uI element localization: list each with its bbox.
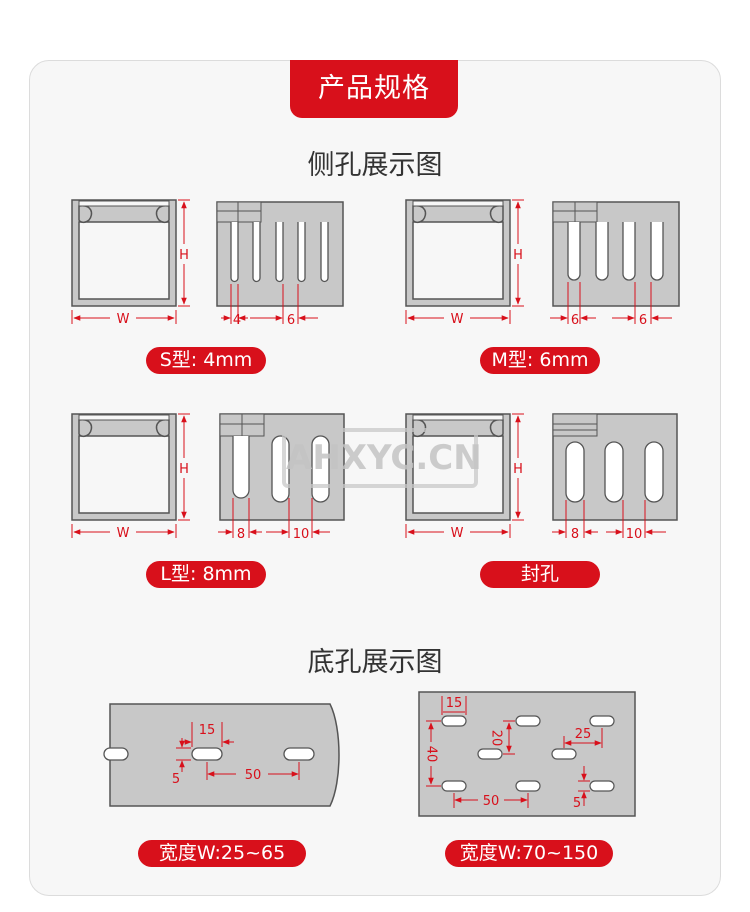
l-width-label: W [117,526,130,541]
bottom-holes-title: 底孔展示图 [307,647,443,678]
sealed-width-label: W [451,526,464,541]
side-view-s [216,201,344,307]
wide-row-offset-label: 20 [489,730,504,747]
s-hole-gap-label: 6 [287,313,295,328]
side-holes-title: 侧孔展示图 [307,150,443,181]
profile-s [71,199,177,307]
m-height-label: H [513,248,523,263]
side-view-sealed [552,413,678,521]
sealed-hole-gap-label: 10 [626,527,643,542]
bottom-view-wide [418,691,636,817]
sealed-hole-width-label: 8 [571,527,579,542]
narrow-slot-pitch-label: 50 [245,768,262,783]
m-width-label: W [451,312,464,327]
wide-col-offset-label: 25 [575,727,592,742]
wide-slot-height-label: 5 [573,796,581,811]
m-hole-width-label: 6 [571,313,579,328]
wide-col-pitch-label: 50 [483,794,500,809]
l-height-label: H [179,462,189,477]
bottom-right-width-label: 宽度W:70~150 [445,840,613,867]
wide-row-pitch-label: 40 [424,746,439,763]
variant-label-m: M型: 6mm [480,347,600,374]
page-title: 产品规格 [290,60,458,118]
l-hole-width-label: 8 [237,527,245,542]
narrow-slot-length-label: 15 [199,723,216,738]
wide-slot-length-label: 15 [446,696,463,711]
side-view-m [552,201,680,307]
profile-dims [71,199,524,538]
bottom-view-narrow-dims [176,722,300,780]
s-width-label: W [117,312,130,327]
variant-label-s: S型: 4mm [146,347,266,374]
m-hole-gap-label: 6 [639,313,647,328]
watermark: AHXYC.CN [282,428,482,488]
s-height-label: H [179,248,189,263]
bottom-left-width-label: 宽度W:25~65 [138,840,306,867]
l-hole-gap-label: 10 [293,527,310,542]
profile-m [405,199,511,307]
profile-l [71,413,177,521]
bottom-view-wide-dims [426,696,603,808]
variant-label-sealed: 封孔 [480,561,600,588]
narrow-slot-height-label: 5 [172,772,180,787]
variant-label-l: L型: 8mm [146,561,266,588]
bottom-view-narrow [103,703,340,807]
sealed-height-label: H [513,462,523,477]
s-hole-width-label: 4 [233,313,241,328]
side-view-dims [218,282,672,538]
